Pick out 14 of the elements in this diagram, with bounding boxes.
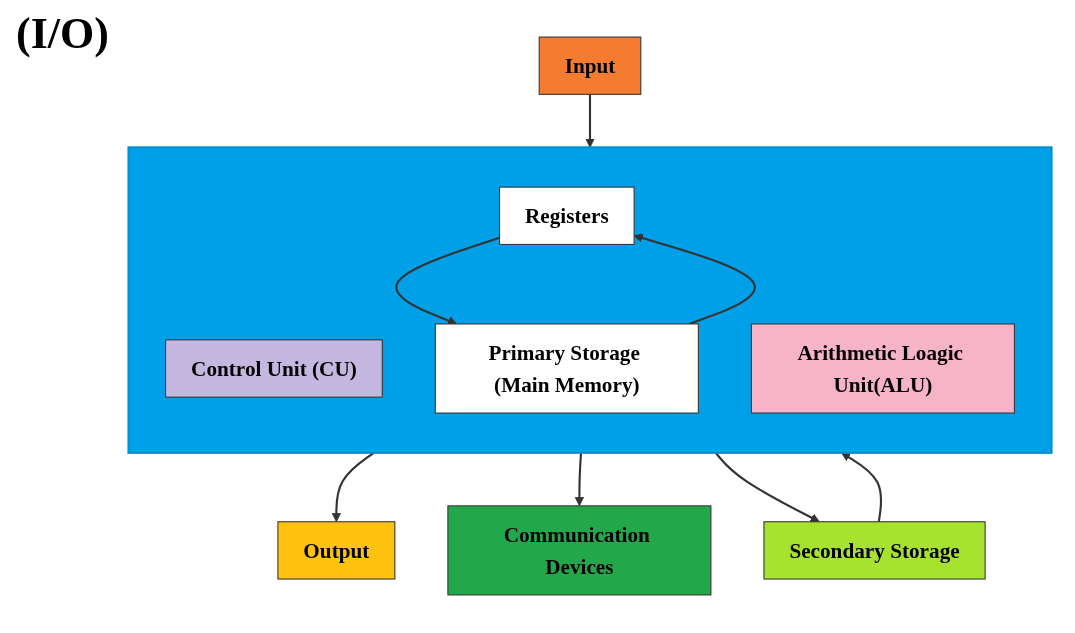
arrow [841, 452, 883, 522]
node-box: Arithmetic Loagic Unit(ALU) [750, 323, 1015, 414]
node-box: Secondary Storage [763, 521, 986, 580]
node-box: Input [538, 36, 642, 95]
node-box: Primary Storage (Main Memory) [434, 323, 699, 414]
title: (I/O) [16, 8, 109, 59]
arrow [585, 94, 595, 148]
arrow [714, 452, 820, 523]
arrow [574, 452, 585, 507]
node-box: Output [277, 521, 396, 580]
node-box: Registers [499, 186, 635, 245]
node-box: Control Unit (CU) [165, 339, 383, 398]
node-box: Communication Devices [447, 505, 712, 596]
cluster [127, 146, 1053, 454]
